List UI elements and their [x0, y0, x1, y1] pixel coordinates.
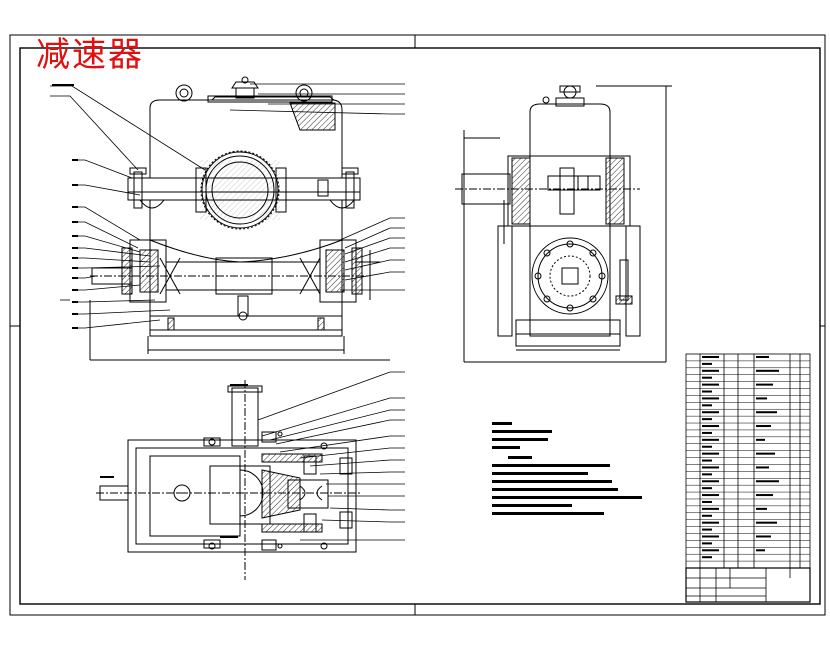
bom-cell-mark — [756, 397, 767, 400]
bom-cell-mark — [756, 425, 771, 428]
bom-cell-mark — [756, 356, 769, 358]
bom-cell-mark — [702, 445, 712, 448]
side-view — [455, 85, 672, 363]
bom-cell-mark — [756, 411, 777, 414]
bom-cell-mark — [702, 425, 719, 428]
bom-cell-mark — [756, 521, 777, 524]
bom-cell-mark — [702, 507, 719, 510]
bom-cell-mark — [702, 549, 719, 552]
bom-cell-mark — [702, 452, 719, 455]
drawing-title: 减速器 — [36, 35, 144, 75]
bom-cell-mark — [702, 473, 712, 476]
bom-cell-mark — [702, 459, 712, 462]
bom-cell-mark — [756, 535, 771, 538]
top-view — [96, 380, 360, 580]
bom-cell-mark — [702, 521, 719, 524]
bom-cell-mark — [756, 507, 767, 510]
balloon-labels-front — [52, 84, 78, 329]
bom-cell-mark — [702, 418, 712, 421]
bom-cell-mark — [702, 431, 712, 434]
bom-cell-mark — [702, 390, 712, 393]
bom-cell-mark — [702, 356, 719, 358]
bom-cell-mark — [702, 556, 712, 559]
parts-list-rows — [686, 356, 810, 562]
front-leaders-right — [229, 83, 405, 291]
bom-cell-mark — [756, 549, 765, 552]
technical-notes — [492, 422, 642, 515]
bom-cell-mark — [756, 369, 779, 372]
sheet-border — [9, 34, 826, 616]
top-leaders — [257, 371, 405, 541]
bom-cell-mark — [702, 466, 719, 469]
bom-cell-mark — [702, 494, 719, 497]
bom-cell-mark — [756, 383, 773, 386]
parts-list-table — [685, 353, 811, 603]
bom-cell-mark — [702, 535, 719, 538]
bom-cell-mark — [756, 494, 773, 497]
bom-cell-mark — [702, 404, 712, 407]
bom-cell-mark — [702, 383, 719, 386]
bom-cell-mark — [702, 514, 712, 517]
bom-cell-mark — [702, 362, 712, 365]
bom-cell-mark — [702, 487, 712, 490]
front-view — [89, 76, 390, 361]
bom-cell-mark — [702, 528, 712, 531]
bom-cell-mark — [756, 466, 769, 469]
bom-cell-mark — [702, 542, 712, 545]
bom-cell-mark — [756, 452, 775, 455]
top-labels — [100, 384, 248, 538]
bom-cell-mark — [702, 397, 719, 400]
bom-cell-mark — [702, 480, 719, 483]
bom-cell-mark — [702, 411, 719, 414]
bom-cell-mark — [756, 480, 779, 483]
bom-cell-mark — [702, 500, 712, 503]
bom-cell-mark — [702, 369, 719, 372]
bom-cell-mark — [756, 438, 765, 441]
bom-cell-mark — [702, 438, 719, 441]
bom-cell-mark — [702, 376, 712, 379]
